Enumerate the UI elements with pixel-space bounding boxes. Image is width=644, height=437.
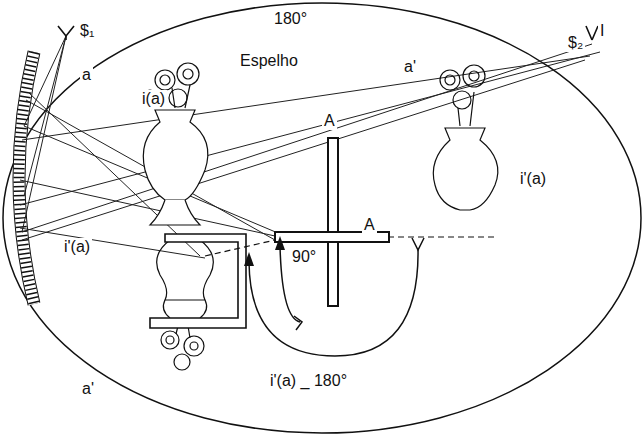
label: I xyxy=(598,22,606,40)
label: $₂ xyxy=(566,34,585,52)
label: $₁ xyxy=(78,22,96,40)
vase-image-inverted xyxy=(157,240,214,370)
label: i'(a) xyxy=(518,170,548,188)
ellipse-outline xyxy=(3,3,641,433)
label: i'(a) xyxy=(62,238,92,256)
label: A xyxy=(322,112,337,130)
light-rays xyxy=(20,36,600,258)
label: i(a) xyxy=(140,90,167,108)
arrowhead xyxy=(244,236,285,266)
label: a xyxy=(80,66,93,84)
eye-symbol xyxy=(58,26,598,40)
plane-mirror xyxy=(275,138,389,306)
concave-mirror xyxy=(19,52,34,304)
label: 90° xyxy=(290,248,318,266)
label: i'(a) _ 180° xyxy=(268,372,349,390)
vase-image-virtual xyxy=(433,65,498,210)
label: 180° xyxy=(272,10,309,28)
label: A xyxy=(362,216,377,234)
label: Espelho xyxy=(238,52,300,70)
l-bracket xyxy=(150,234,246,328)
label: a' xyxy=(80,380,96,398)
rotation-arc xyxy=(249,238,424,356)
label: a' xyxy=(402,58,418,76)
vase-object xyxy=(142,63,208,225)
